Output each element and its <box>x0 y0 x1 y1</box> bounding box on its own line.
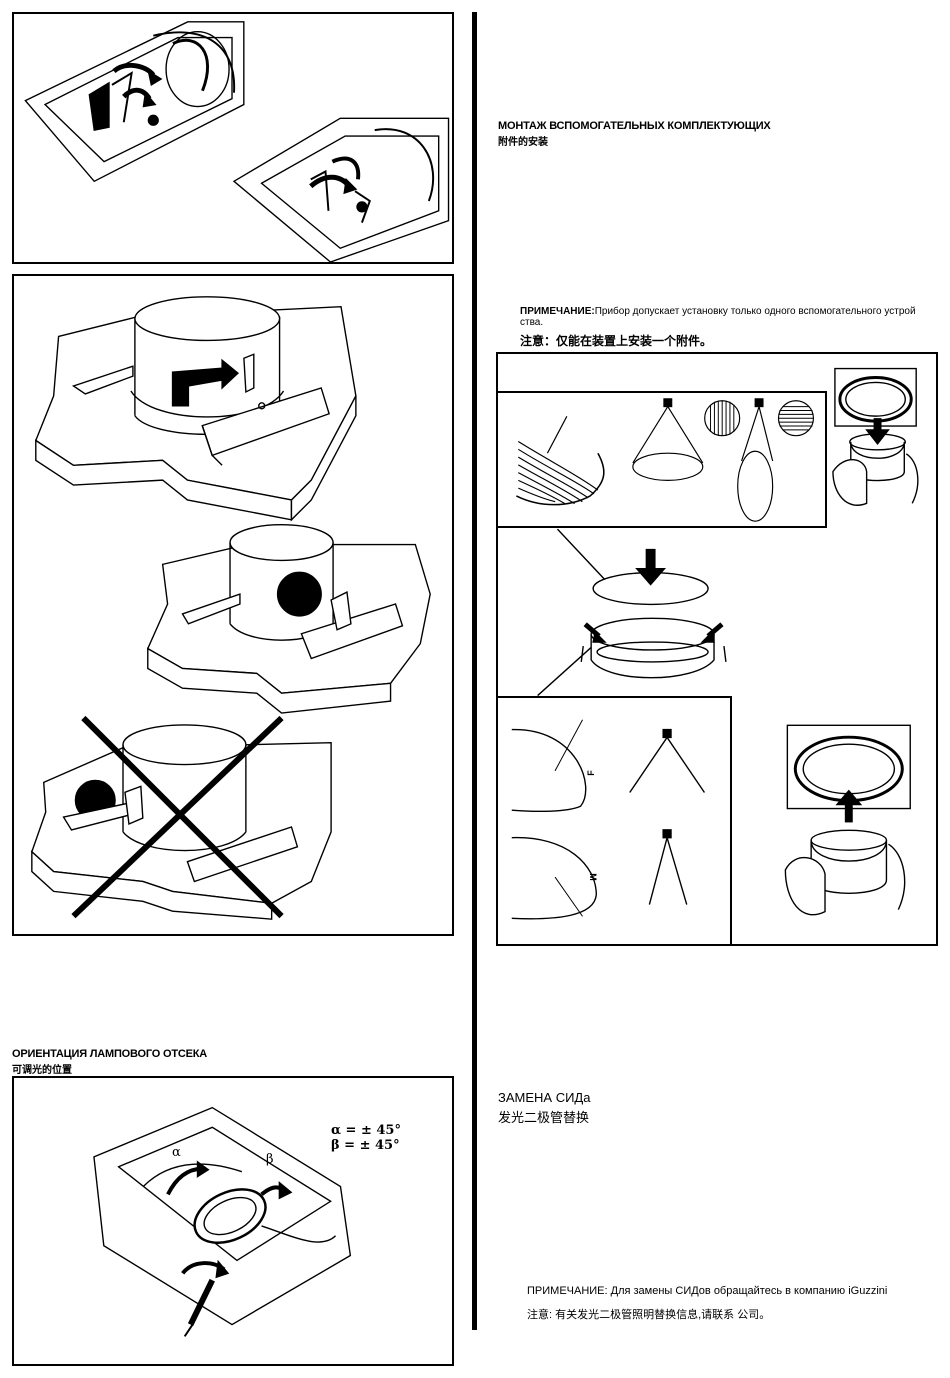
led-title-ru: ЗАМЕНА СИДа <box>498 1090 591 1105</box>
led-title-cn: 发光二极管替换 <box>498 1110 590 1125</box>
filter-effects-figure <box>496 391 827 528</box>
beta-label: β <box>266 1152 274 1167</box>
accessories-note-ru: ПРИМЕЧАНИЕ:Прибор допускает установку то… <box>520 306 916 328</box>
led-note-ru: ПРИМЕЧАНИЕ: Для замены СИДов обращайтесь… <box>527 1285 888 1297</box>
accessories-title-ru: МОНТАЖ ВСПОМОГАТЕЛЬНЫХ КОМПЛЕКТУЮЩИХ <box>498 120 771 132</box>
housing-mounting-figure <box>12 274 454 936</box>
note-text-line2: ства. <box>520 317 544 328</box>
alpha-range: α = ± 45° <box>331 1123 401 1138</box>
orientation-title-cn: 可调光的位置 <box>12 1065 72 1076</box>
accessories-title-cn: 附件的安装 <box>498 137 548 148</box>
alpha-label: α <box>172 1145 181 1160</box>
lens-label-m: M <box>587 873 598 881</box>
beta-range: β = ± 45° <box>331 1138 400 1153</box>
lens-options-figure <box>496 696 732 946</box>
note-text-line1: Прибор допускает установку только одного… <box>594 306 916 317</box>
accessories-note-cn: 注意：仅能在装置上安装一个附件。 <box>520 334 713 348</box>
orientation-figure <box>12 1076 454 1366</box>
clip-installation-figure <box>12 12 454 264</box>
lens-label-f: F <box>585 770 596 776</box>
led-note-cn: 注意: 有关发光二极管照明替换信息,请联系 公司。 <box>527 1309 771 1321</box>
column-divider <box>472 12 477 1330</box>
orientation-title-ru: ОРИЕНТАЦИЯ ЛАМПОВОГО ОТСЕКА <box>12 1048 207 1060</box>
note-label: ПРИМЕЧАНИЕ: <box>520 306 595 317</box>
